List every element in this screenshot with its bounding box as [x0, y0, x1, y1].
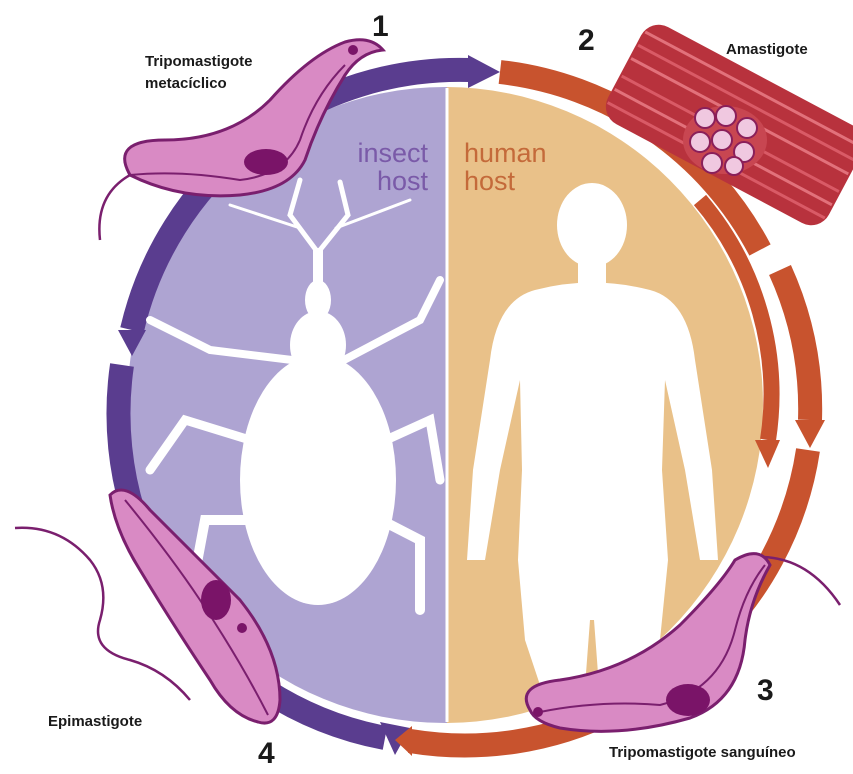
step-1-number: 1: [372, 10, 389, 43]
step-4-number: 4: [258, 737, 275, 769]
label-tripomastigote-sanguineo: Tripomastigote sanguíneo: [609, 744, 796, 761]
label-tripomastigote-metaciclico-line2: metacíclico: [145, 75, 227, 92]
svg-text:human: human: [464, 138, 547, 168]
label-tripomastigote-metaciclico-line1: Tripomastigote: [145, 53, 253, 70]
step-3-number: 3: [757, 674, 774, 707]
label-amastigote: Amastigote: [726, 41, 808, 58]
step-2-number: 2: [578, 24, 595, 57]
svg-text:host: host: [464, 166, 516, 196]
svg-text:host: host: [377, 166, 429, 196]
label-epimastigote: Epimastigote: [48, 713, 142, 730]
svg-text:insect: insect: [357, 138, 428, 168]
